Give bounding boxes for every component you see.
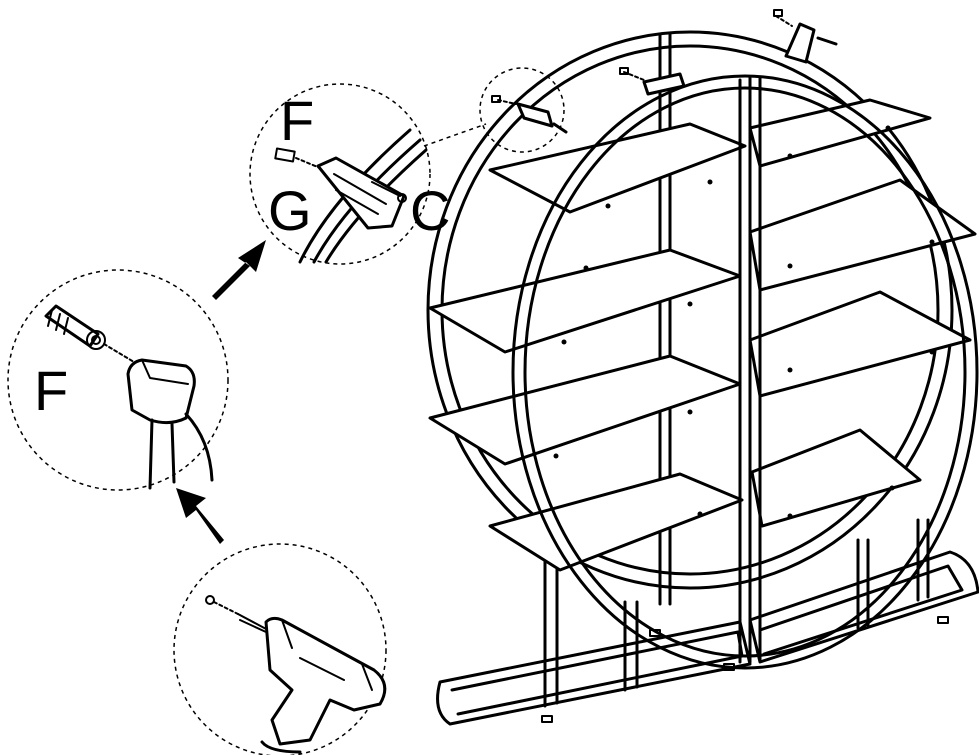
detail-bubble-drill	[173, 543, 387, 755]
wall-bracket-icon	[316, 156, 406, 230]
screw-icon	[371, 181, 407, 203]
shelves-left	[428, 122, 747, 572]
drill-icon	[237, 613, 387, 754]
part-label-c: C	[410, 179, 450, 242]
wall-anchor-icon	[274, 147, 321, 169]
wall-bracket-icon	[773, 9, 838, 64]
part-label-f-anchor: F	[34, 359, 68, 422]
shelf-screws	[553, 125, 935, 519]
wall-bracket-icon	[619, 67, 686, 96]
hammer-icon	[126, 358, 214, 490]
detail-origin-circle	[479, 67, 568, 153]
front-posts	[738, 76, 762, 664]
detail-bubble-bracket: F G C	[249, 83, 450, 265]
detail-bubble-hammer: F	[7, 269, 229, 491]
wall-bracket-icon	[491, 95, 568, 134]
detail-connector-line	[423, 123, 487, 147]
front-ring	[511, 74, 979, 670]
part-label-g: G	[268, 179, 312, 242]
wall-anchor-icon	[44, 304, 135, 363]
arrow-up-right-icon	[212, 240, 266, 300]
round-bookshelf	[426, 9, 979, 726]
shelves-right	[748, 98, 977, 528]
part-label-f: F	[280, 89, 314, 152]
bookshelf-base	[436, 550, 979, 726]
top-brackets	[619, 9, 838, 96]
arrow-up-left-icon	[176, 488, 224, 544]
